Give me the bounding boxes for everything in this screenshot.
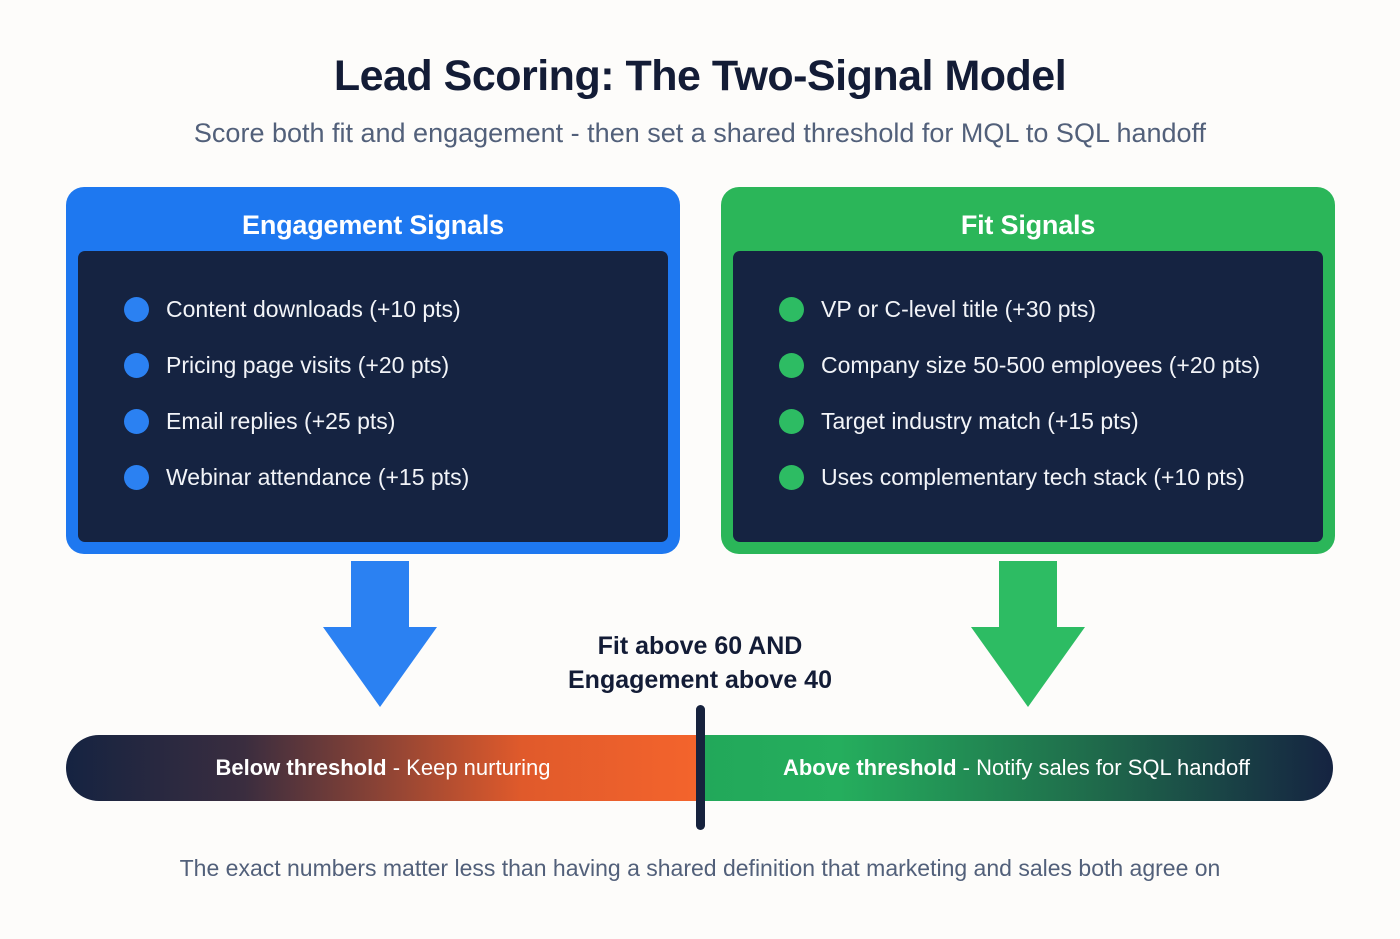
above-threshold-segment: Above threshold - Notify sales for SQL h… xyxy=(700,735,1333,801)
fit-card-title: Fit Signals xyxy=(960,209,1096,240)
bullet-dot-icon xyxy=(779,408,804,434)
threshold-note-line-2: Engagement above 40 xyxy=(568,665,832,694)
bullet-dot-icon xyxy=(124,408,149,434)
threshold-note-line-1: Fit above 60 AND xyxy=(597,632,803,660)
list-item: VP or C-level title (+30 pts) xyxy=(779,281,1323,337)
threshold-condition-note: Fit above 60 AND Engagement above 40 xyxy=(480,630,920,697)
list-item: Company size 50-500 employees (+20 pts) xyxy=(779,337,1323,393)
above-threshold-rest: - Notify sales for SQL handoff xyxy=(956,755,1251,780)
list-item: Uses complementary tech stack (+10 pts) xyxy=(779,449,1323,505)
signal-label: Target industry match (+15 pts) xyxy=(821,407,1139,434)
bullet-dot-icon xyxy=(779,296,804,322)
signal-label: VP or C-level title (+30 pts) xyxy=(821,295,1097,322)
down-arrow-icon-fit xyxy=(949,561,1107,707)
bullet-dot-icon xyxy=(779,352,804,378)
bullet-dot-icon xyxy=(124,352,149,378)
below-threshold-text: Below threshold - Keep nurturing xyxy=(216,755,551,781)
list-item: Email replies (+25 pts) xyxy=(124,393,668,449)
threshold-bar: Below threshold - Keep nurturing Above t… xyxy=(66,735,1333,801)
arrow-head xyxy=(323,627,437,707)
down-arrow-icon-engagement xyxy=(301,561,459,707)
signal-label: Email replies (+25 pts) xyxy=(166,407,396,434)
engagement-card-title: Engagement Signals xyxy=(242,209,504,240)
page-title: Lead Scoring: The Two-Signal Model xyxy=(333,52,1067,100)
list-item: Target industry match (+15 pts) xyxy=(779,393,1323,449)
signal-label: Company size 50-500 employees (+20 pts) xyxy=(821,351,1261,378)
list-item: Pricing page visits (+20 pts) xyxy=(124,337,668,393)
signal-label: Pricing page visits (+20 pts) xyxy=(166,351,450,378)
arrow-shaft xyxy=(999,561,1057,627)
signal-label: Webinar attendance (+15 pts) xyxy=(166,463,470,490)
arrow-shaft xyxy=(351,561,409,627)
fit-card-body: VP or C-level title (+30 pts) Company si… xyxy=(733,251,1323,542)
list-item: Webinar attendance (+15 pts) xyxy=(124,449,668,505)
below-threshold-rest: - Keep nurturing xyxy=(386,755,551,780)
above-threshold-strong: Above threshold xyxy=(782,755,957,780)
signal-label: Content downloads (+10 pts) xyxy=(166,295,461,322)
bullet-dot-icon xyxy=(124,296,149,322)
list-item: Content downloads (+10 pts) xyxy=(124,281,668,337)
engagement-card-body: Content downloads (+10 pts) Pricing page… xyxy=(78,251,668,542)
fit-signals-card: Fit Signals VP or C-level title (+30 pts… xyxy=(721,187,1335,554)
threshold-divider-line xyxy=(696,705,705,830)
page-subtitle: Score both fit and engagement - then set… xyxy=(193,118,1207,148)
engagement-signals-card: Engagement Signals Content downloads (+1… xyxy=(66,187,680,554)
below-threshold-strong: Below threshold xyxy=(215,755,387,780)
bullet-dot-icon xyxy=(124,464,149,490)
bullet-dot-icon xyxy=(779,464,804,490)
below-threshold-segment: Below threshold - Keep nurturing xyxy=(66,735,700,801)
signal-label: Uses complementary tech stack (+10 pts) xyxy=(821,463,1245,490)
arrow-head xyxy=(971,627,1085,707)
above-threshold-text: Above threshold - Notify sales for SQL h… xyxy=(783,755,1250,781)
footer-note: The exact numbers matter less than havin… xyxy=(179,855,1221,881)
